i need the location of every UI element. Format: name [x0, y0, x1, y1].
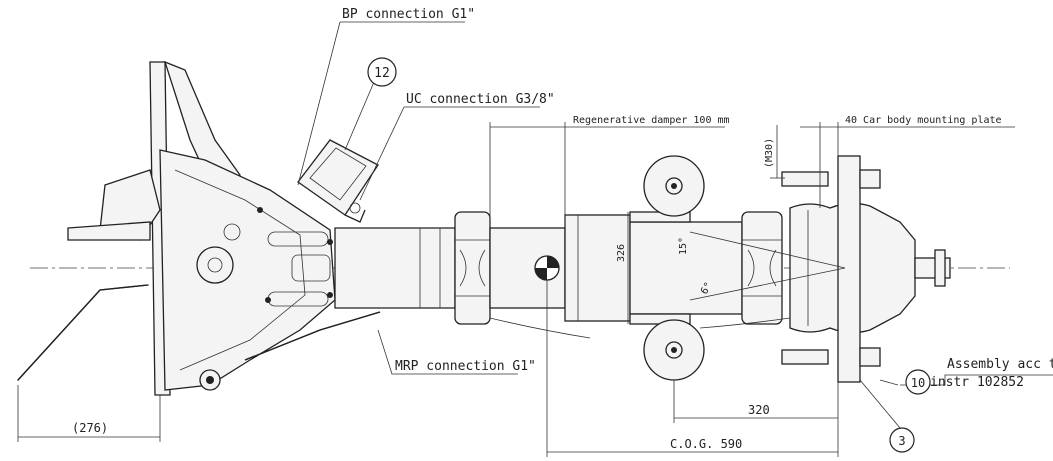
assembly-label-line2: instr 102852	[930, 375, 1024, 390]
car-body-plate-label: 40 Car body mounting plate	[845, 115, 1002, 126]
coupler-head	[17, 60, 351, 396]
angle-6-label: 6°	[699, 281, 715, 297]
bp-connection-label: BP connection G1"	[342, 7, 475, 22]
dimension-326: 326	[616, 244, 627, 262]
regenerative-damper-label: Regenerative damper 100 mm	[573, 115, 730, 126]
dimension-276: (276)	[72, 421, 108, 435]
dimension-320: 320	[748, 403, 770, 417]
balloon-10-label: 10	[911, 376, 925, 390]
dimension-m30: (M30)	[764, 138, 775, 168]
dimension-lines	[17, 122, 1015, 457]
dimension-cog-590: C.O.G. 590	[670, 437, 742, 451]
cog-symbol	[534, 255, 560, 281]
angle-line-6	[689, 267, 846, 301]
balloon-3-label: 3	[898, 434, 905, 448]
draft-gear	[334, 155, 951, 383]
balloon-3: 3	[889, 427, 915, 453]
bp-valve-block	[297, 139, 379, 223]
mrp-connection-label: MRP connection G1"	[395, 359, 536, 374]
mounting-bolts	[781, 169, 881, 367]
assembly-label-line1: Assembly acc to	[947, 357, 1053, 372]
uc-connection-label: UC connection G3/8"	[406, 92, 555, 107]
damper-hose	[489, 317, 591, 339]
balloon-12: 12	[367, 57, 397, 87]
angle-15-label: 15°	[678, 237, 689, 255]
support-wheels	[643, 155, 705, 381]
balloon-12-label: 12	[374, 66, 390, 81]
angle-line-15	[689, 231, 846, 269]
balloon-10: 10	[905, 369, 931, 395]
